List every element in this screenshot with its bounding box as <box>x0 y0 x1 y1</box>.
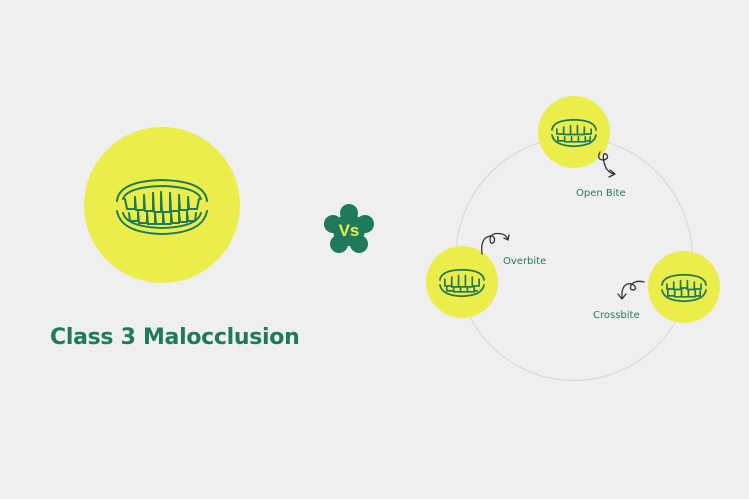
vs-badge: Vs <box>324 204 374 253</box>
teeth-icon <box>551 118 597 148</box>
vs-label: Vs <box>339 221 360 240</box>
crossbite-circle <box>648 251 720 323</box>
curly-arrow-icon <box>617 280 645 300</box>
overbite-circle <box>426 246 498 318</box>
overbite-label: Overbite <box>503 256 547 267</box>
teeth-icon <box>661 273 707 303</box>
open-bite-circle <box>538 96 610 168</box>
teeth-icon <box>116 179 208 235</box>
curly-arrow-icon <box>481 232 510 255</box>
flower-badge-icon <box>324 204 374 253</box>
main-teeth-circle <box>84 127 240 283</box>
crossbite-label: Crossbite <box>593 310 640 321</box>
open-bite-label: Open Bite <box>576 188 626 199</box>
teeth-icon <box>439 268 485 298</box>
orbit-ring <box>455 137 693 381</box>
curly-arrow-icon <box>598 151 616 178</box>
page-title: Class 3 Malocclusion <box>50 325 300 350</box>
